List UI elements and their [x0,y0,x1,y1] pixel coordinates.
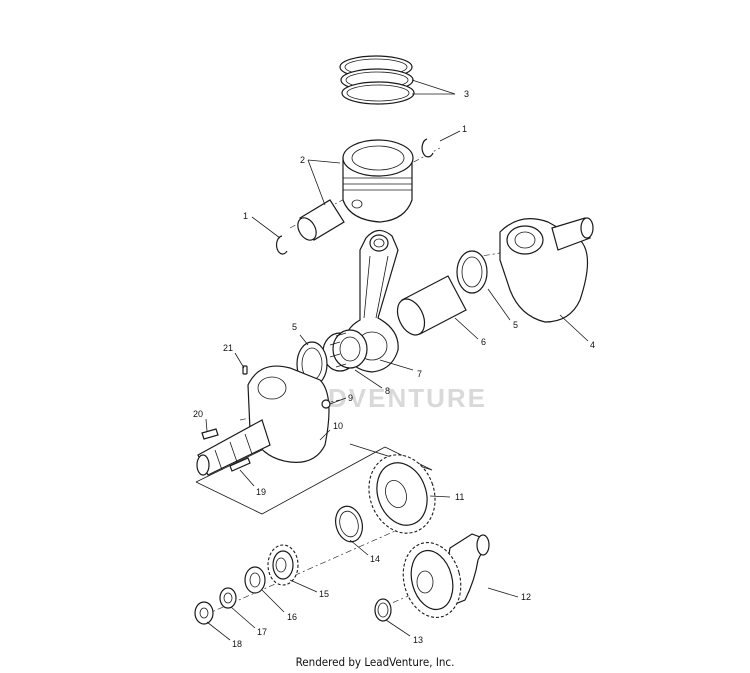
callout-7: 7 [417,369,422,379]
callout-labels: 1 1 2 3 4 5 5 6 7 8 9 10 11 12 13 14 15 … [193,89,595,649]
callout-5-right: 5 [513,320,518,330]
balance-shaft [402,533,490,618]
small-gear-15 [267,544,299,586]
washer-17 [219,587,237,609]
callout-5-left: 5 [292,322,297,332]
callout-21: 21 [223,343,233,353]
washer-13 [374,598,392,622]
callout-14: 14 [370,554,380,564]
callout-10: 10 [333,421,343,431]
piston-rings [339,55,415,105]
leader-lines [205,79,589,641]
thrust-washer-right [456,250,488,294]
callout-15: 15 [319,589,329,599]
key-20 [201,428,219,440]
callout-19: 19 [256,487,266,497]
callout-6: 6 [481,337,486,347]
callout-20: 20 [193,409,203,419]
nut-18 [194,601,214,625]
ball-9 [321,399,331,409]
footer-credit: Rendered by LeadVenture, Inc. [295,655,455,669]
callout-1-right: 1 [462,124,467,134]
crank-pin [396,275,467,336]
circlip-right [421,138,434,158]
callout-4: 4 [590,340,595,350]
callout-18: 18 [232,639,242,649]
callout-8: 8 [385,386,390,396]
washer-14 [335,505,363,543]
callout-17: 17 [257,627,267,637]
callout-2: 2 [300,155,305,165]
callout-11: 11 [455,492,464,502]
crank-gear [368,454,436,534]
circlip-left [275,235,288,255]
nut-16 [244,566,266,594]
callout-1-left: 1 [243,211,248,221]
callout-9: 9 [348,393,353,403]
callout-12: 12 [521,592,531,602]
dowel-19 [229,457,251,472]
callout-3: 3 [464,89,469,99]
piston [342,139,414,223]
needle-bearing [322,329,368,372]
crankshaft-left [196,365,330,476]
piston-pin [297,199,345,241]
crank-half-right [499,217,594,323]
callout-13: 13 [413,635,423,645]
callout-16: 16 [287,612,297,622]
